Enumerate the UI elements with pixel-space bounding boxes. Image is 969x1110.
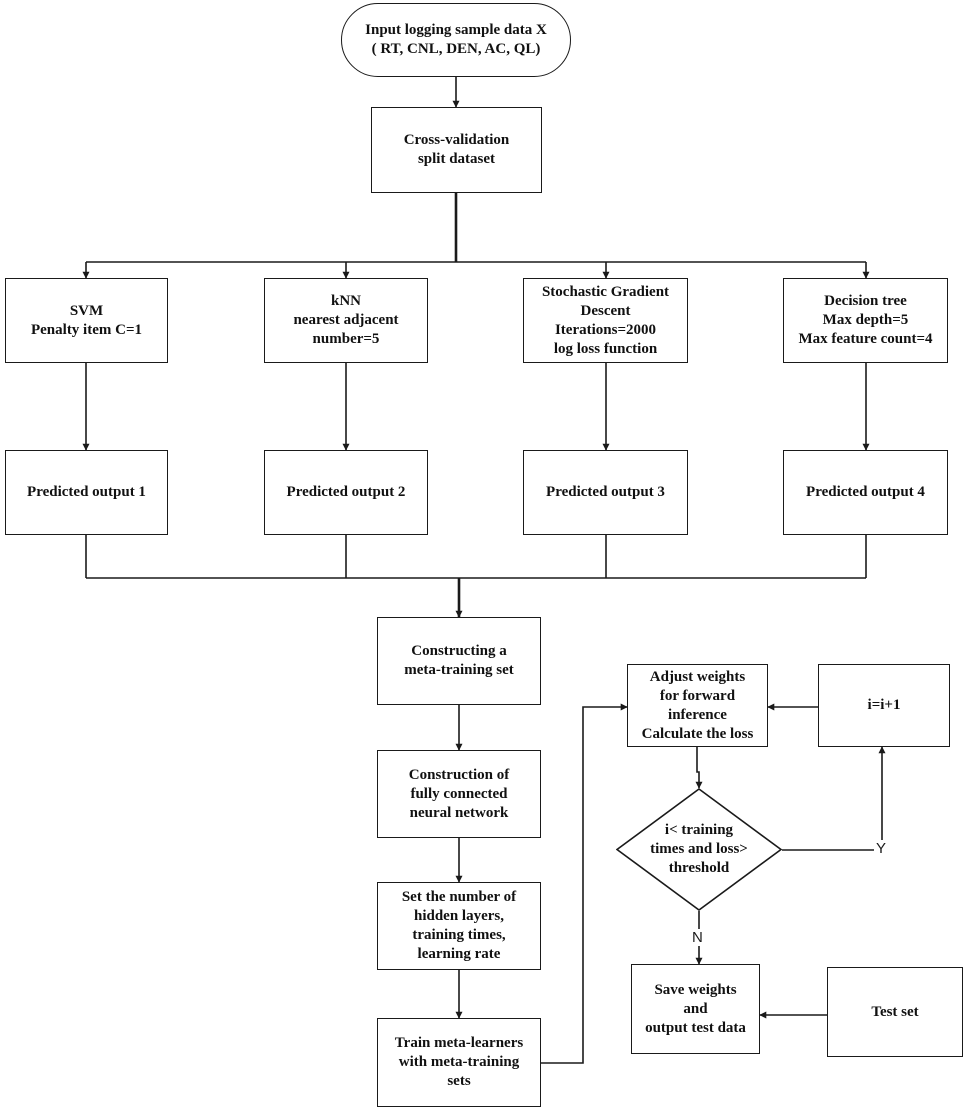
arrow-train-to-adjust [541,703,628,1064]
neural-network-box: Construction of fully connected neural n… [377,750,541,838]
diamond-outline [616,788,782,911]
knn-box: kNN nearest adjacent number=5 [264,278,428,363]
test-set-label: Test set [871,1003,919,1020]
predicted-output-3-box: Predicted output 3 [523,450,688,535]
arrow-adjust-to-decision [695,747,703,789]
svm-label: SVM Penalty item C=1 [30,302,143,338]
train-meta-learners-label: Train meta-learners with meta-training s… [394,1035,524,1089]
predicted-output-2-label: Predicted output 2 [286,484,406,500]
train-meta-learners-box: Train meta-learners with meta-training s… [377,1018,541,1107]
cross-validation-box: Cross-validation split dataset [371,107,542,193]
yes-branch-label: Y [874,840,889,857]
sgd-box: Stochastic Gradient Descent Iterations=2… [523,278,688,363]
hyperparameters-box: Set the number of hidden layers, trainin… [377,882,541,970]
increment-label: i=i+1 [867,697,901,713]
hyperparameters-label: Set the number of hidden layers, trainin… [401,889,517,962]
no-branch-label: N [690,929,705,946]
meta-training-set-label: Constructing a meta-training set [404,643,514,678]
predicted-output-4-box: Predicted output 4 [783,450,948,535]
knn-label: kNN nearest adjacent number=5 [293,293,399,347]
adjust-weights-box: Adjust weights for forward inference Cal… [627,664,768,747]
predicted-output-1-label: Predicted output 1 [27,484,146,500]
decision-tree-label: Decision tree Max depth=5 Max feature co… [798,293,933,347]
increment-box: i=i+1 [818,664,950,747]
adjust-weights-label: Adjust weights for forward inference Cal… [641,668,754,742]
input-data-terminal: Input logging sample data X ( RT, CNL, D… [341,3,571,77]
input-data-label: Input logging sample data X ( RT, CNL, D… [365,22,547,57]
sgd-label: Stochastic Gradient Descent Iterations=2… [541,283,670,357]
predicted-output-3-label: Predicted output 3 [546,484,665,500]
test-set-box: Test set [827,967,963,1057]
arrow-decision-yes-to-incr [782,746,886,851]
predicted-output-2-box: Predicted output 2 [264,450,428,535]
predicted-output-1-box: Predicted output 1 [5,450,168,535]
meta-training-set-box: Constructing a meta-training set [377,617,541,705]
neural-network-label: Construction of fully connected neural n… [408,766,510,821]
save-weights-box: Save weights and output test data [631,964,760,1054]
save-weights-label: Save weights and output test data [645,981,746,1036]
svm-box: SVM Penalty item C=1 [5,278,168,363]
decision-tree-box: Decision tree Max depth=5 Max feature co… [783,278,948,363]
cross-validation-label: Cross-validation split dataset [403,132,510,167]
loop-condition-diamond: i< training times and loss> threshold [616,788,782,911]
loop-condition-label: i< training times and loss> threshold [650,822,748,876]
predicted-output-4-label: Predicted output 4 [806,484,925,500]
